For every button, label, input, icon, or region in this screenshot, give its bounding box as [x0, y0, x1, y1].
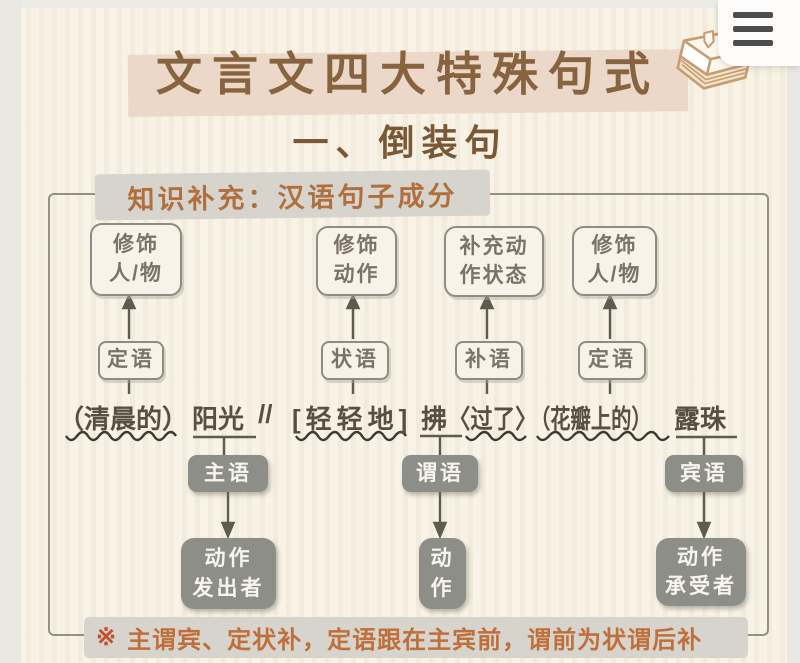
box-line: 人/物	[587, 263, 642, 286]
sentence-separator: //	[258, 399, 273, 429]
top-border-strip	[0, 0, 800, 8]
description-box-complement: 补充动 作状态	[444, 226, 544, 297]
role-box-subject: 主语	[188, 455, 268, 492]
component-box-attributive-2: 定语	[578, 341, 646, 380]
meaning-box-action: 动 作	[419, 538, 466, 609]
box-line: 补充动	[459, 234, 529, 258]
sentence-verb-word: 拂	[421, 404, 448, 434]
menu-card	[718, 0, 800, 66]
right-border-strip	[787, 0, 800, 663]
role-box-object: 宾语	[665, 455, 743, 492]
sentence-object-word: 露珠	[674, 404, 727, 434]
description-box-attributive-1: 修饰 人/物	[90, 223, 182, 296]
box-line: 修饰	[591, 234, 638, 258]
box-line: 人/物	[109, 261, 163, 285]
hamburger-menu-icon[interactable]	[733, 12, 773, 54]
sentence-adverbial-phrase: [轻轻地]	[292, 404, 413, 434]
box-line: 承受者	[665, 575, 737, 598]
box-line: 修饰	[333, 234, 380, 258]
component-box-complement: 补语	[455, 341, 523, 380]
sentence-attributive-phrase-1: （清晨的）	[58, 404, 189, 434]
box-line: 动作	[333, 263, 380, 286]
description-box-adverbial: 修饰 动作	[316, 226, 397, 296]
box-line: 发出者	[192, 576, 265, 600]
meaning-box-action-receiver: 动作 承受者	[656, 538, 746, 606]
sentence-attributive-phrase-2: （花瓣上的）	[530, 404, 652, 434]
box-line: 动作	[204, 547, 253, 571]
role-box-predicate: 谓语	[402, 455, 478, 492]
box-line: 动	[430, 547, 455, 571]
mnemonic-note: ※ 主谓宾、定状补，定语跟在主宾前，谓前为状谓后补	[84, 617, 748, 658]
note-text: 主谓宾、定状补，定语跟在主宾前，谓前为状谓后补	[127, 627, 703, 654]
note-marker: ※	[96, 624, 118, 651]
box-line: 修饰	[113, 232, 159, 256]
box-line: 作	[430, 576, 455, 600]
box-line: 动作	[677, 545, 725, 569]
sentence-subject-word: 阳光	[192, 404, 245, 434]
box-line: 作状态	[459, 263, 529, 287]
component-box-attributive-1: 定语	[98, 341, 164, 380]
section-heading: 一、倒装句	[292, 122, 508, 163]
component-box-adverbial: 状语	[321, 341, 389, 380]
meaning-box-action-issuer: 动作 发出者	[181, 538, 276, 609]
left-border-strip	[0, 0, 21, 663]
sentence-complement-phrase: 〈过了〉	[448, 404, 538, 434]
page-title: 文言文四大特殊句式	[156, 48, 660, 100]
supplement-label: 知识补充：汉语句子成分	[94, 169, 491, 221]
description-box-attributive-2: 修饰 人/物	[572, 226, 657, 296]
